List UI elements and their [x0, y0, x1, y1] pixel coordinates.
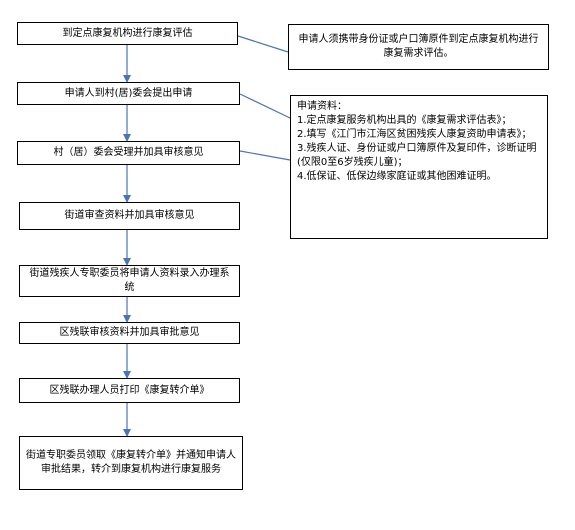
step-4-box: 街道审查资料并加具审核意见	[19, 202, 240, 230]
step-2-text: 申请人到村(居)委会提出申请	[64, 87, 193, 99]
materials-title: 申请资料：	[297, 101, 347, 112]
step-2-box: 申请人到村(居)委会提出申请	[17, 82, 240, 105]
step-4-text: 街道审查资料并加具审核意见	[64, 210, 195, 221]
link-materials-note-1	[239, 93, 291, 119]
step-6-box: 区残联审核资料并加具审批意见	[19, 322, 240, 344]
materials-note: 申请资料： 1.定点康复服务机构出具的《康复需求评估表》； 2.填写《江门市江海…	[290, 95, 548, 239]
step-8-box: 街道专职委员领取《康复转介单》并通知申请人审批结果，转介到康复机构进行康复服务	[19, 436, 243, 490]
step-8-text: 街道专职委员领取《康复转介单》并通知申请人审批结果，转介到康复机构进行康复服务	[26, 450, 236, 475]
evaluation-note-text: 申请人须携带身份证或户口簿原件到定点康复机构进行康复需求评估。	[298, 34, 539, 59]
step-6-text: 区残联审核资料并加具审批意见	[59, 327, 200, 338]
materials-item-1: 1.定点康复服务机构出具的《康复需求评估表》；	[297, 115, 512, 126]
link-materials-note-2	[239, 150, 291, 161]
step-3-text: 村（居）委会受理并加具审核意见	[53, 147, 204, 158]
materials-item-2: 2.填写《江门市江海区贫困残疾人康复资助申请表》；	[297, 129, 532, 140]
step-7-text: 区残联办理人员打印《康复转介单》	[49, 384, 210, 396]
step-5-text: 街道残疾人专职委员将申请人资料录入办理系统	[29, 268, 230, 293]
step-7-box: 区残联办理人员打印《康复转介单》	[19, 378, 240, 403]
step-5-box: 街道残疾人专职委员将申请人资料录入办理系统	[19, 265, 240, 297]
step-3-box: 村（居）委会受理并加具审核意见	[17, 141, 240, 165]
step-1-box: 到定点康复机构进行康复评估	[17, 22, 238, 45]
evaluation-note: 申请人须携带身份证或户口簿原件到定点康复机构进行康复需求评估。	[288, 24, 549, 70]
materials-item-4: 4.低保证、低保边缘家庭证或其他困难证明。	[297, 171, 497, 182]
materials-item-3: 3.残疾人证、身份证或户口簿原件及复印件，诊断证明(仅限0至6岁残疾儿童)；	[297, 143, 537, 168]
link-evaluation-note	[237, 35, 289, 53]
step-1-text: 到定点康复机构进行康复评估	[62, 27, 193, 39]
